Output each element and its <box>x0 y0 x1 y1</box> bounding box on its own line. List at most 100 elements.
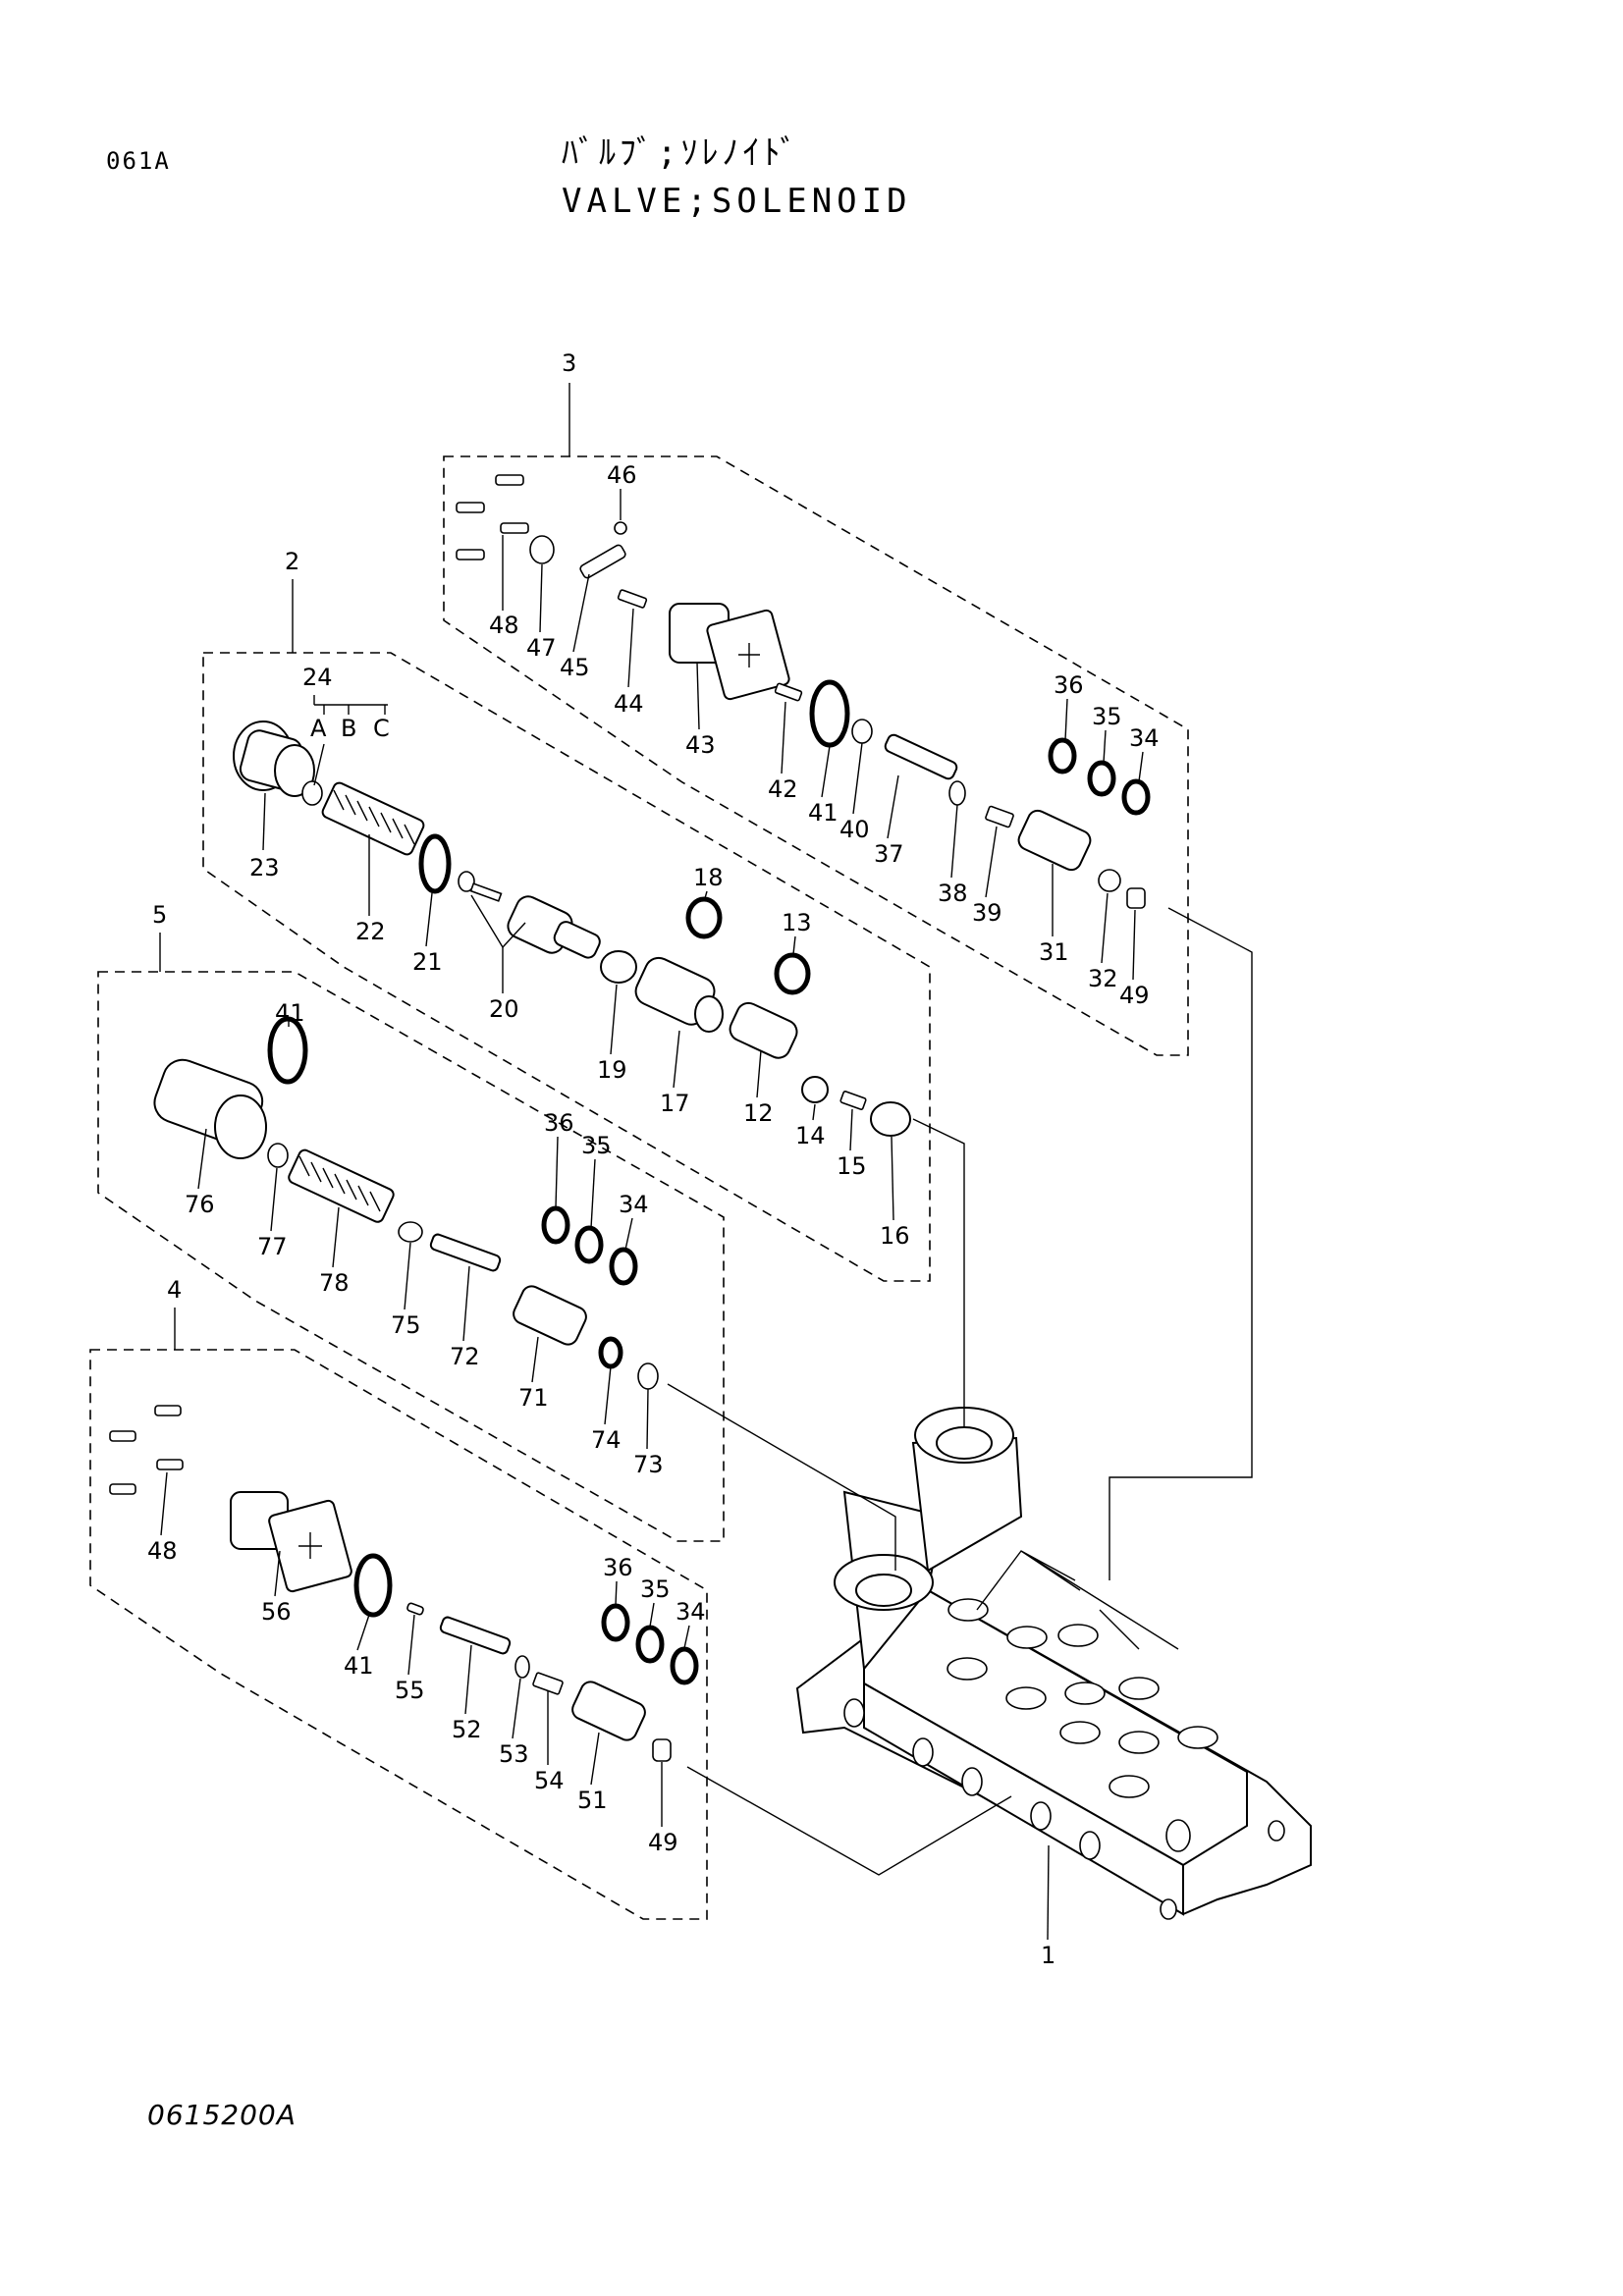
callout: 21 <box>412 948 443 976</box>
callout: 40 <box>839 816 870 843</box>
leader-group2-to-body <box>912 1118 965 1428</box>
callout: 48 <box>147 1537 178 1565</box>
part-75 <box>398 1221 423 1243</box>
part-77 <box>267 1143 289 1168</box>
part-39 <box>985 805 1014 828</box>
part-16 <box>870 1101 911 1137</box>
callout: 31 <box>1039 938 1069 966</box>
part-55 <box>406 1602 424 1616</box>
callout: 32 <box>1088 965 1118 992</box>
part-74 <box>598 1336 623 1369</box>
callout: 55 <box>395 1677 425 1704</box>
callout: 77 <box>257 1233 288 1260</box>
callout: 36 <box>1054 671 1084 699</box>
group-4-parts <box>109 1405 699 1762</box>
group-2-parts <box>233 721 911 1137</box>
part-14 <box>801 1076 829 1103</box>
title-english: VALVE;SOLENOID <box>562 182 912 221</box>
part-37 <box>884 733 958 780</box>
part-21 <box>418 833 452 894</box>
callout: 46 <box>607 461 637 489</box>
callout-body: 1 <box>1041 1942 1055 1969</box>
callout: 52 <box>452 1716 482 1743</box>
callout: 15 <box>837 1152 867 1180</box>
group-5-boundary <box>97 971 725 1542</box>
callout: 39 <box>972 899 1002 927</box>
callout: 54 <box>534 1767 565 1794</box>
part-31 <box>1017 809 1092 872</box>
part-41c <box>353 1553 393 1618</box>
part-36 <box>1048 737 1077 774</box>
part-76 <box>153 1058 267 1159</box>
part-40 <box>851 719 873 744</box>
part-34 <box>1121 778 1151 816</box>
subgroup-letter-c: C <box>373 715 390 742</box>
callout: 35 <box>1092 703 1122 730</box>
part-12 <box>729 1001 798 1059</box>
part-49b <box>652 1738 672 1762</box>
part-15 <box>839 1091 867 1110</box>
part-24 <box>301 780 323 806</box>
part-78-spring <box>288 1148 395 1223</box>
callout: 42 <box>768 775 798 803</box>
callout: 34 <box>619 1191 649 1218</box>
part-52 <box>439 1616 512 1655</box>
callout: 71 <box>518 1384 549 1412</box>
callout: 14 <box>795 1122 826 1149</box>
group-5-parts <box>153 1016 659 1390</box>
group-2-boundary <box>202 652 931 1282</box>
drawing-number: 0615200A <box>147 2099 297 2131</box>
part-35 <box>1087 760 1116 797</box>
part-53 <box>514 1655 530 1679</box>
title-japanese: ﾊﾞﾙﾌﾞ;ｿﾚﾉｲﾄﾞ <box>562 133 801 173</box>
callout: 34 <box>1129 724 1160 752</box>
part-20 <box>458 871 601 959</box>
bolt <box>456 474 529 561</box>
group-label-2: 2 <box>285 548 299 575</box>
subgroup-letter-a: A <box>310 715 327 742</box>
part-23 <box>233 721 315 797</box>
group-label-3: 3 <box>562 349 576 377</box>
part-71 <box>513 1285 587 1346</box>
part-34b <box>609 1247 638 1286</box>
bolt <box>109 1405 184 1495</box>
callout: 22 <box>355 918 386 945</box>
callout: 51 <box>577 1787 608 1814</box>
part-19 <box>600 950 637 984</box>
callout: 12 <box>743 1099 774 1127</box>
part-42 <box>774 682 803 702</box>
part-34c <box>670 1646 699 1685</box>
group-label-4: 4 <box>167 1276 182 1304</box>
callout: 41 <box>275 999 305 1027</box>
part-46 <box>614 521 627 535</box>
leader-group5-to-body <box>667 1383 896 1571</box>
callout: 18 <box>693 864 724 891</box>
callout: 74 <box>591 1426 622 1454</box>
group-4-boundary <box>89 1349 708 1920</box>
leader-group3-to-body <box>1109 907 1253 1580</box>
part-32 <box>1098 869 1121 892</box>
callout: 75 <box>391 1311 421 1339</box>
callout: 35 <box>581 1132 612 1159</box>
part-54 <box>532 1672 564 1695</box>
callout: 35 <box>640 1575 671 1603</box>
callout: 36 <box>603 1554 633 1581</box>
part-35b <box>574 1225 604 1264</box>
callout: 17 <box>660 1090 690 1117</box>
callout: 73 <box>633 1451 664 1478</box>
callout: 53 <box>499 1740 529 1768</box>
callout: 23 <box>249 854 280 881</box>
subgroup-letter-b: B <box>341 715 356 742</box>
valve-body-part-1 <box>795 1407 1312 1920</box>
callout: 76 <box>185 1191 215 1218</box>
part-41 <box>809 679 850 748</box>
callout: 44 <box>614 690 644 718</box>
part-73 <box>637 1362 659 1390</box>
callout: 78 <box>319 1269 350 1297</box>
part-47 <box>529 535 555 564</box>
callout: 37 <box>874 840 904 868</box>
part-41b <box>267 1016 308 1085</box>
part-56 <box>230 1491 352 1593</box>
leader-group4-to-body <box>686 1766 1012 1876</box>
part-38 <box>948 780 966 806</box>
